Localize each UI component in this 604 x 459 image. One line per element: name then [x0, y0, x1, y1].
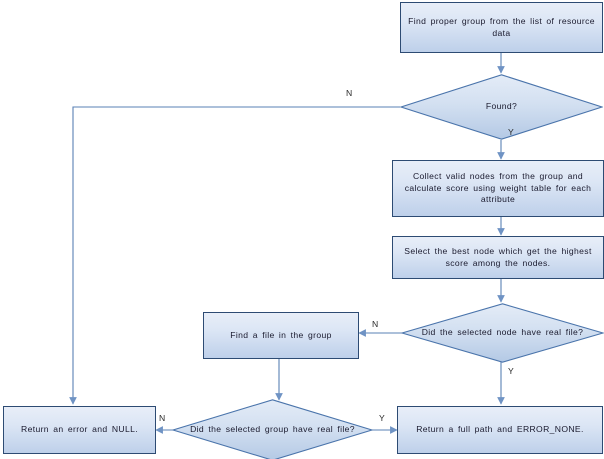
edge-label-group-real-file-no: N	[159, 413, 166, 423]
node-select-best-node-label: Select the best node which get the highe…	[404, 246, 592, 268]
edge-label-found-yes: Y	[508, 127, 514, 137]
decision-diamond-shape	[172, 399, 373, 459]
edge-found-no-to-return-error	[69, 106, 400, 405]
decision-diamond-shape	[401, 303, 604, 363]
edge-label-node-real-file-yes: Y	[508, 366, 514, 376]
node-find-group[interactable]: Find proper group from the list of resou…	[400, 2, 603, 53]
node-return-path-label: Return a full path and ERROR_NONE.	[416, 424, 584, 435]
node-find-file-label: Find a file in the group	[230, 329, 332, 340]
node-return-path[interactable]: Return a full path and ERROR_NONE.	[397, 406, 603, 454]
node-node-real-file[interactable]: Did the selected node have real file?	[401, 303, 604, 363]
node-select-best-node[interactable]: Select the best node which get the highe…	[392, 236, 604, 279]
node-node-real-file-label: Did the selected node have real file?	[421, 327, 584, 338]
node-find-file[interactable]: Find a file in the group	[203, 312, 359, 359]
edge-label-found-no: N	[346, 88, 353, 98]
node-found-label: Found?	[485, 101, 518, 112]
node-group-real-file[interactable]: Did the selected group have real file?	[172, 399, 373, 459]
decision-diamond-shape	[400, 74, 603, 140]
node-collect-nodes[interactable]: Collect valid nodes from the group and c…	[392, 160, 604, 217]
edge-label-group-real-file-yes: Y	[379, 413, 385, 423]
node-found[interactable]: Found?	[400, 74, 603, 140]
node-find-group-label: Find proper group from the list of resou…	[408, 16, 595, 38]
node-return-error[interactable]: Return an error and NULL.	[3, 406, 156, 454]
node-collect-nodes-label: Collect valid nodes from the group and c…	[404, 171, 592, 205]
node-group-real-file-label: Did the selected group have real file?	[190, 424, 355, 435]
edge-label-node-real-file-no: N	[372, 319, 379, 329]
node-return-error-label: Return an error and NULL.	[21, 424, 138, 435]
